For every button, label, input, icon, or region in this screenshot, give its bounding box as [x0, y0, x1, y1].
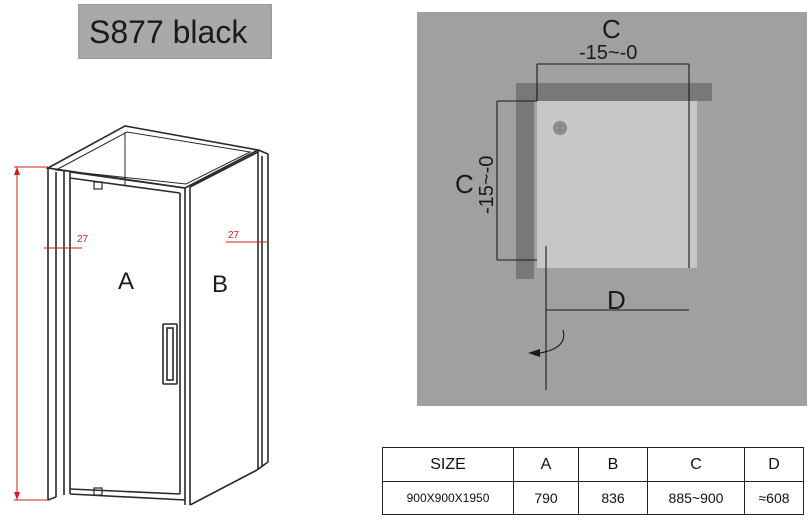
- cell-b: 836: [578, 481, 648, 515]
- product-title: S877 black: [89, 14, 248, 50]
- table-row: 900X900X1950 790 836 885~900 ≈608: [382, 481, 804, 515]
- plan-label-d: D: [607, 285, 626, 315]
- plan-label-c-left: C: [455, 169, 474, 199]
- plan-tolerance-top: -15~-0: [579, 42, 638, 64]
- title-box: S877 black: [78, 4, 272, 59]
- cell-c: 885~900: [647, 481, 745, 515]
- cell-size: 900X900X1950: [382, 481, 514, 515]
- header-b: B: [578, 447, 648, 482]
- spec-table-header: SIZE A B C D: [382, 447, 804, 482]
- profile-width-right: 27: [228, 230, 240, 241]
- profile-width-left: 27: [77, 234, 89, 245]
- plan-tolerance-left: -15~-0: [476, 155, 498, 214]
- door-handle: [162, 323, 178, 385]
- header-size: SIZE: [382, 447, 514, 482]
- header-d: D: [744, 447, 804, 482]
- spec-table: SIZE A B C D 900X900X1950 790 836 885~90…: [382, 447, 804, 515]
- header-c: C: [647, 447, 745, 482]
- label-b: B: [212, 271, 229, 298]
- cell-d: ≈608: [744, 481, 804, 515]
- label-a: A: [118, 268, 135, 295]
- header-a: A: [513, 447, 579, 482]
- plan-label-c-top: C: [602, 14, 621, 44]
- cell-a: 790: [513, 481, 579, 515]
